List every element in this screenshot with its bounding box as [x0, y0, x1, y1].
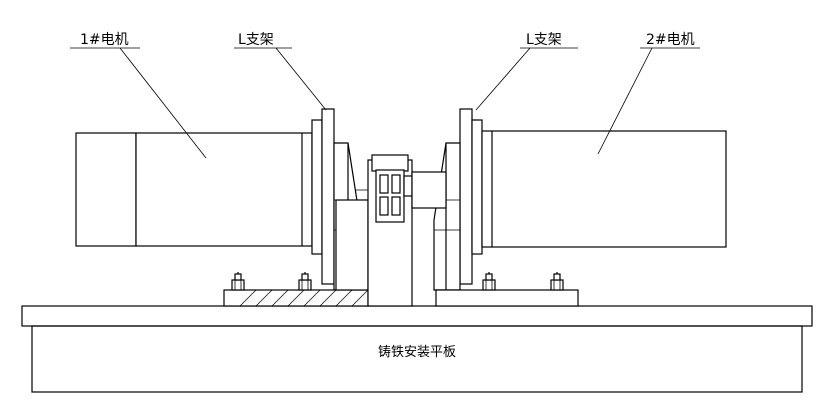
l-bracket-left-label: L支架 [238, 32, 274, 48]
coupling-assembly [367, 154, 413, 307]
bolt [298, 272, 312, 291]
cast-iron-base-plate: 铸铁安装平板 [21, 305, 813, 393]
motor-1-label: 1#电机 [80, 32, 129, 48]
base-plate-label: 铸铁安装平板 [378, 344, 456, 360]
leader-lines [70, 47, 700, 159]
right-base-block [435, 289, 579, 307]
bolt [550, 272, 564, 291]
motor-2 [411, 130, 727, 248]
bolt [231, 272, 245, 291]
motor-2-label: 2#电机 [646, 32, 695, 48]
motor-1 [75, 132, 351, 247]
left-base-block [223, 199, 369, 307]
l-bracket-right-label: L支架 [526, 32, 562, 48]
bolt [482, 272, 496, 291]
